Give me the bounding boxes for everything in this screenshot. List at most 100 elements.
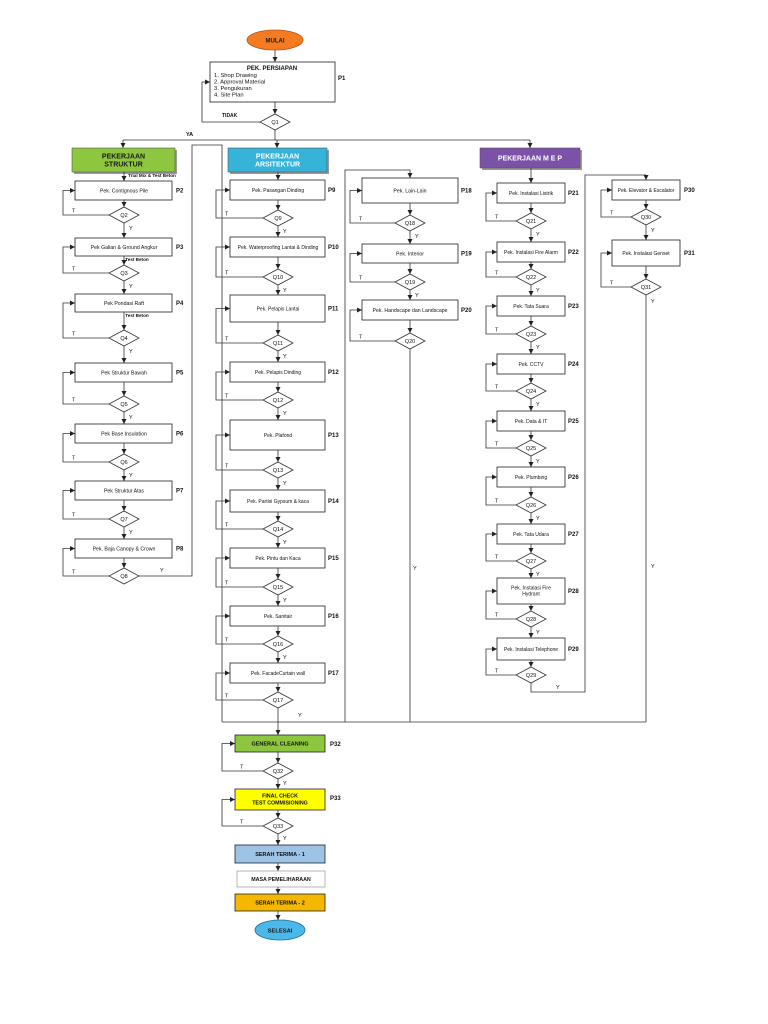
- step-code-p32: P32: [330, 742, 341, 748]
- decision-q8-label: Q8: [120, 574, 127, 580]
- step-code-p24: P24: [568, 362, 579, 368]
- decision-q29-label: Q29: [526, 673, 536, 679]
- yes-label: Y: [283, 481, 287, 487]
- step-label-p9: Pek. Pasangan Dinding: [252, 188, 304, 194]
- no-label: T: [240, 765, 244, 771]
- no-label: T: [72, 456, 76, 462]
- rework-loop-arrow: [62, 431, 109, 463]
- rework-loop-arrow: [485, 646, 516, 676]
- step-label-p20: Pek. Handscape dan Landscape: [373, 308, 448, 314]
- column-header-0: [71, 147, 176, 173]
- step-code-p30: P30: [684, 188, 695, 194]
- decision-q3-label: Q3: [120, 271, 127, 277]
- decision-q17-label: Q17: [273, 698, 283, 704]
- decision-q2-label: Q2: [120, 213, 127, 219]
- step-code-p7: P7: [176, 489, 184, 495]
- yes-label: Y: [556, 685, 560, 691]
- decision-q7-label: Q7: [120, 517, 127, 523]
- yes-label: Y: [536, 459, 540, 465]
- step-code-p26: P26: [568, 475, 579, 481]
- yes-label: Y: [129, 349, 133, 355]
- decision-q21-label: Q21: [526, 219, 536, 225]
- step-code-p3: P3: [176, 245, 184, 251]
- yes-label: Y: [536, 345, 540, 351]
- test-note: Test Beton: [125, 313, 149, 318]
- no-label: T: [225, 523, 229, 529]
- test-commissioning-label: TEST COMMISIONING: [252, 801, 308, 807]
- rework-loop-arrow: [215, 613, 263, 645]
- decision-q27-label: Q27: [526, 559, 536, 565]
- yes-label: Y: [129, 226, 133, 232]
- no-label: T: [495, 215, 499, 221]
- decision-q33-label: Q33: [273, 824, 283, 830]
- step-label-p21: Pek. Instalasi Listrik: [509, 191, 554, 197]
- step-label-p14: Pek. Partisi Gypsum & kaca: [247, 499, 309, 505]
- decision-q31-label: Q31: [641, 285, 651, 291]
- yes-label: Y: [651, 299, 655, 305]
- step-code-p16: P16: [328, 614, 339, 620]
- no-label: T: [610, 281, 614, 287]
- decision-q23-label: Q23: [526, 332, 536, 338]
- step-label-p4: Pek Pondasi Raft: [104, 301, 145, 307]
- decision-q9-label: Q9: [274, 216, 281, 222]
- step-label-p25: Pek. Data & IT: [515, 419, 548, 425]
- decision-q5-label: Q5: [120, 402, 127, 408]
- handover-1-box: [234, 844, 326, 864]
- rework-loop-arrow: [485, 588, 516, 620]
- no-label: T: [359, 276, 363, 282]
- step-code-p4: P4: [176, 301, 184, 307]
- rework-loop-arrow: [485, 303, 516, 335]
- yes-label: Y: [129, 284, 133, 290]
- maintenance-label: MASA PEMELIHARAAN: [251, 877, 311, 883]
- decision-q12-label: Q12: [273, 398, 283, 404]
- decision-q8: [108, 567, 140, 585]
- step-label-p16: Pek. Sanitair: [264, 614, 293, 620]
- decision-q24-label: Q24: [526, 389, 536, 395]
- decision-q20-label: Q20: [405, 339, 415, 345]
- column-header-title: ARSITEKTUR: [255, 162, 300, 169]
- column-entry-arrow: [344, 169, 413, 722]
- decision-q18-label: Q18: [405, 221, 415, 227]
- decision-q6-label: Q6: [120, 460, 127, 466]
- step-code-p18: P18: [461, 189, 472, 195]
- no-label: T: [225, 694, 229, 700]
- no-label: T: [72, 570, 76, 576]
- decision-q1-label: Q1: [271, 120, 278, 126]
- step-label-p13: Pek. Plafond: [264, 433, 293, 439]
- rework-loop-arrow: [62, 488, 109, 520]
- rework-loop-arrow: [485, 474, 516, 506]
- yes-label: Y: [283, 288, 287, 294]
- step-label-p7: Pek Struktur Atas: [104, 489, 144, 495]
- header-note: Trial Mix & Test Beton: [128, 173, 176, 178]
- decision-q32-label: Q32: [273, 769, 283, 775]
- step-code-p19: P19: [461, 252, 472, 258]
- step-label-p26: Pek. Plumbing: [515, 475, 547, 481]
- rework-loop-arrow: [62, 188, 109, 216]
- rework-loop-arrow: [349, 251, 395, 283]
- no-label: T: [610, 211, 614, 217]
- column-header-1: [227, 147, 328, 173]
- rework-loop-arrow: [600, 250, 631, 288]
- end-terminal: [254, 919, 306, 941]
- step-code-p12: P12: [328, 370, 339, 376]
- step-code-p1: P1: [338, 76, 346, 82]
- handover-2-label: SERAH TERIMA - 2: [255, 901, 305, 907]
- preparation-item: 4. Site Plan: [214, 93, 244, 99]
- no-label: T: [495, 499, 499, 505]
- no-label: T: [495, 555, 499, 561]
- handover-2-box: [234, 893, 326, 912]
- step-code-p27: P27: [568, 532, 579, 538]
- start-label: MULAI: [266, 39, 285, 45]
- rework-loop-arrow: [485, 190, 516, 222]
- struktur-exit-line: [139, 144, 223, 722]
- step-label-p5: Pek Struktur Bawah: [101, 371, 147, 377]
- step-code-p17: P17: [328, 671, 339, 677]
- rework-loop-arrow: [62, 300, 109, 339]
- rework-loop-arrow: [215, 555, 263, 588]
- no-label: T: [495, 669, 499, 675]
- step-label-p27: Pek. Tata Udara: [513, 532, 549, 538]
- no-label: T: [72, 332, 76, 338]
- no-label: T: [72, 209, 76, 215]
- no-label: T: [495, 442, 499, 448]
